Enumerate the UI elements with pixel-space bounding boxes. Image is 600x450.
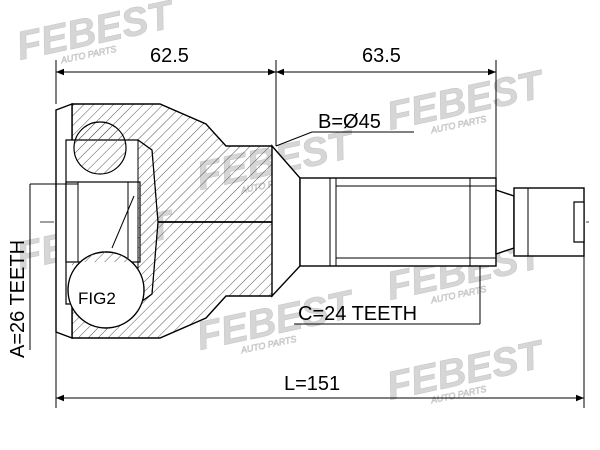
fig2-label: FIG2 [78, 289, 116, 308]
dim-left-length: 62.5 [150, 45, 189, 67]
dim-total-length: L=151 [284, 373, 340, 395]
dim-outer-diameter: B=Ø45 [318, 111, 381, 133]
dim-inner-teeth: A=26 TEETH [7, 240, 29, 358]
fig2-callout [67, 195, 145, 329]
diameter-leader [275, 131, 414, 147]
teeth-leader [294, 266, 481, 325]
inner-teeth-leader [29, 183, 78, 350]
joint-stub [495, 187, 585, 257]
dim-outer-teeth: C=24 TEETH [298, 303, 417, 325]
top-dimensions [55, 60, 497, 178]
dim-right-length: 63.5 [362, 45, 401, 67]
joint-shaft [299, 177, 497, 267]
bottom-dimension [55, 256, 585, 408]
